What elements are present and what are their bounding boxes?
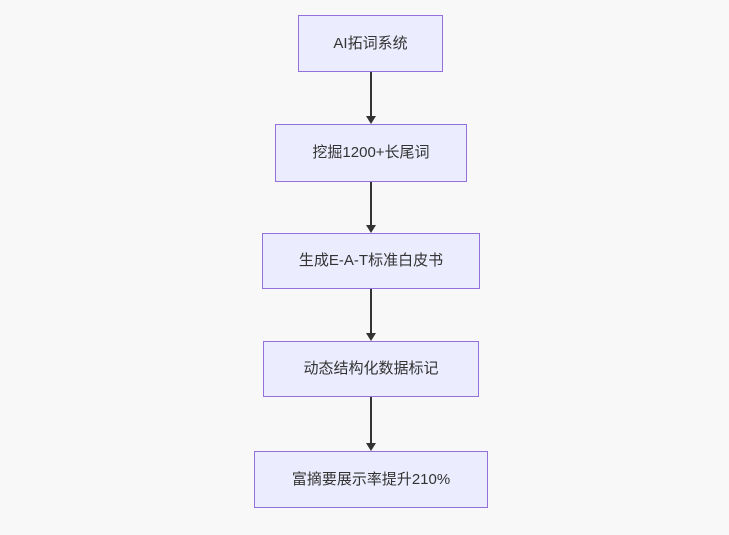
flow-arrow	[366, 289, 376, 341]
arrowhead-down-icon	[366, 225, 376, 233]
flowchart-node-eat-whitepaper: 生成E-A-T标准白皮书	[262, 233, 480, 289]
flow-arrow	[366, 72, 376, 124]
flowchart-node-label: AI拓词系统	[333, 34, 408, 52]
arrowhead-down-icon	[366, 116, 376, 124]
arrowhead-down-icon	[366, 333, 376, 341]
flowchart-node-structured-data-markup: 动态结构化数据标记	[263, 341, 479, 397]
flow-arrow	[366, 397, 376, 451]
flowchart-node-ai-expand-system: AI拓词系统	[298, 15, 443, 72]
flowchart-node-rich-snippet-rate: 富摘要展示率提升210%	[254, 451, 488, 508]
flowchart-node-label: 富摘要展示率提升210%	[291, 470, 451, 488]
flowchart-node-label: 挖掘1200+长尾词	[312, 144, 430, 161]
flow-arrow	[366, 182, 376, 233]
arrowhead-down-icon	[366, 443, 376, 451]
flowchart-node-longtail-keywords: 挖掘1200+长尾词	[275, 124, 467, 182]
flowchart-node-label: 动态结构化数据标记	[303, 360, 439, 377]
flowchart-node-label: 生成E-A-T标准白皮书	[298, 252, 444, 269]
